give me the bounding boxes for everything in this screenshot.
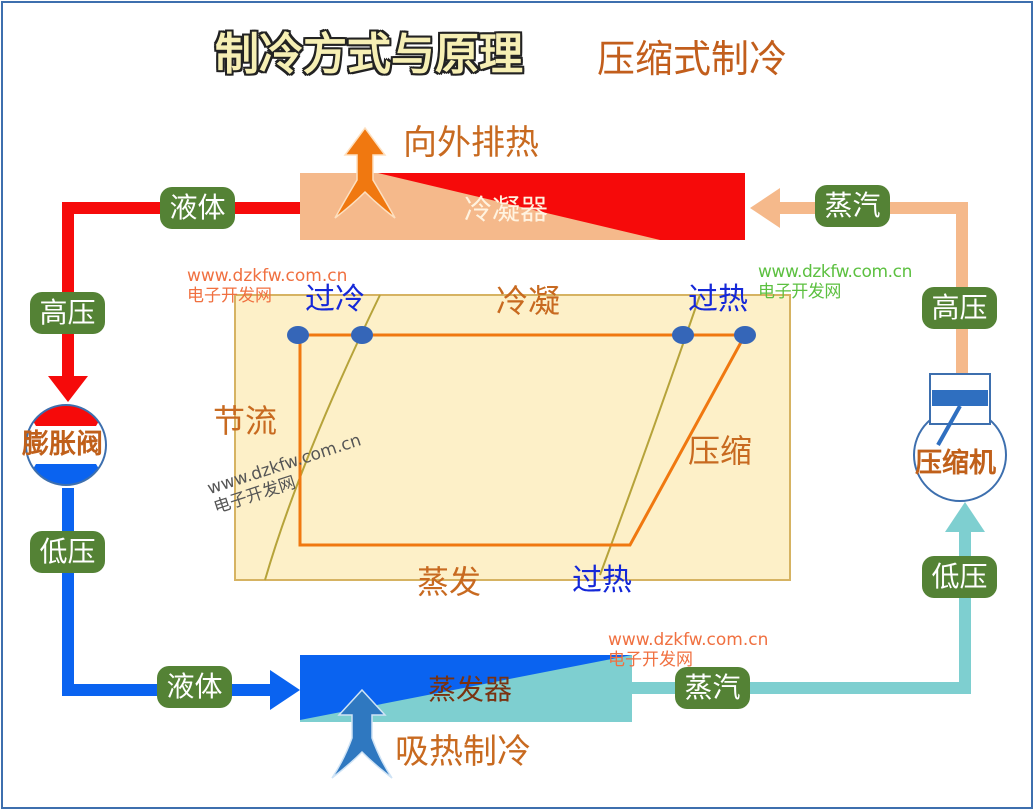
up-arrow-icon (945, 502, 985, 532)
subcool-label: 过冷 (305, 282, 365, 317)
superheat-label-top: 过热 (688, 282, 748, 317)
cycle-diagram-panel (234, 294, 791, 581)
condense-label: 冷凝 (496, 282, 561, 320)
watermark: www.dzkfw.com.cn 电子开发网 (608, 630, 768, 670)
watermark-url: www.dzkfw.com.cn (187, 266, 348, 286)
compress-label: 压缩 (688, 432, 753, 470)
watermark: www.dzkfw.com.cn 电子开发网 (758, 262, 912, 302)
down-arrow-icon (48, 376, 88, 402)
compressor-label: 压缩机 (915, 448, 996, 479)
heat-in-arrow-icon (331, 688, 393, 779)
page-title: 制冷方式与原理 (215, 29, 523, 80)
heat-out-arrow-icon (334, 126, 396, 219)
state-pill-vapor: 蒸汽 (675, 667, 750, 709)
evaporator-warm-region (300, 655, 632, 722)
heat-out-label: 向外排热 (403, 123, 539, 163)
state-point (734, 326, 756, 344)
heat-in-label: 吸热制冷 (395, 732, 531, 772)
watermark: www.dzkfw.com.cn 电子开发网 (187, 266, 347, 306)
watermark-name: 电子开发网 (758, 282, 841, 302)
evaporator-label: 蒸发器 (428, 673, 513, 706)
left-arrow-icon (750, 188, 780, 228)
pressure-pill-high: 高压 (922, 287, 997, 329)
pressure-pill-low: 低压 (922, 556, 997, 598)
compressor (913, 373, 1007, 502)
state-pill-vapor: 蒸汽 (815, 185, 890, 227)
pressure-pill-low: 低压 (30, 531, 105, 573)
watermark-name: 电子开发网 (187, 286, 272, 306)
refrigeration-cycle-path (298, 333, 748, 547)
state-pill-liquid: 液体 (157, 666, 232, 708)
right-arrow-icon (270, 670, 300, 710)
watermark-name: 电子开发网 (608, 650, 693, 670)
state-point (351, 326, 373, 344)
condenser-hot-region (378, 173, 745, 240)
state-point (287, 326, 309, 344)
superheat-label-bottom: 过热 (572, 563, 632, 598)
state-pill-liquid: 液体 (160, 187, 235, 229)
page-subtitle: 压缩式制冷 (597, 37, 788, 81)
condenser-label: 冷凝器 (464, 193, 549, 226)
state-point (672, 326, 694, 344)
evaporate-label: 蒸发 (417, 563, 482, 601)
pressure-pill-high: 高压 (30, 292, 105, 334)
expansion-valve-label: 膨胀阀 (22, 429, 103, 460)
throttle-label: 节流 (213, 402, 278, 440)
watermark-url: www.dzkfw.com.cn (758, 262, 912, 282)
watermark-url: www.dzkfw.com.cn (608, 630, 769, 650)
